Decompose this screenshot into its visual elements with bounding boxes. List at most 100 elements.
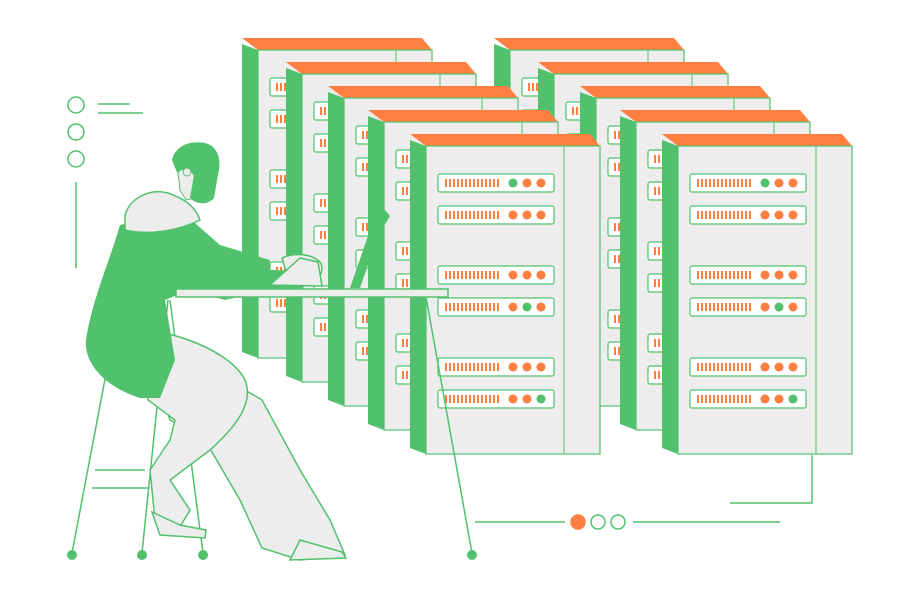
slot-vent	[749, 363, 751, 371]
slot-frame	[689, 357, 807, 377]
rack-slot	[689, 265, 807, 285]
slot-vent	[276, 83, 278, 91]
slot-vent	[701, 395, 703, 403]
slot-vent	[614, 315, 616, 323]
slot-vent	[497, 303, 499, 311]
rack-slot	[437, 357, 555, 377]
status-led	[508, 362, 518, 372]
status-led	[508, 270, 518, 280]
slot-vent	[280, 207, 282, 215]
slot-vent	[749, 271, 751, 279]
slot-vent	[614, 347, 616, 355]
slot-vent	[745, 363, 747, 371]
slot-vent	[658, 155, 660, 163]
slot-vent	[658, 371, 660, 379]
slot-vent	[749, 179, 751, 187]
slot-vent	[618, 315, 620, 323]
slot-vent	[658, 247, 660, 255]
pager-dot-2[interactable]	[590, 514, 606, 530]
slot-vent	[362, 131, 364, 139]
slot-vent	[457, 303, 459, 311]
slot-vent	[449, 395, 451, 403]
status-led	[774, 210, 784, 220]
slot-vent	[709, 303, 711, 311]
slot-vent	[721, 211, 723, 219]
slot-vent	[366, 163, 368, 171]
status-led	[788, 178, 798, 188]
slot-vent	[658, 187, 660, 195]
slot-vent	[276, 115, 278, 123]
person-hood	[124, 191, 201, 234]
status-led	[522, 210, 532, 220]
slot-vent	[362, 315, 364, 323]
slot-vent	[749, 303, 751, 311]
slot-vent	[741, 179, 743, 187]
status-led	[536, 302, 546, 312]
slot-vent	[749, 395, 751, 403]
pager-dot-3[interactable]	[610, 514, 626, 530]
rack-slot	[437, 205, 555, 225]
slot-vent	[729, 363, 731, 371]
slot-vent	[284, 115, 286, 123]
desk	[175, 210, 477, 560]
slot-vent	[697, 395, 699, 403]
slot-vent	[461, 179, 463, 187]
person	[85, 142, 348, 561]
slot-vent	[406, 279, 408, 287]
slot-vent	[445, 363, 447, 371]
status-led	[760, 302, 770, 312]
slot-vent	[572, 107, 574, 115]
slot-vent	[709, 271, 711, 279]
pager-corner-line	[730, 455, 813, 504]
rack-slot	[437, 297, 555, 317]
slot-vent	[473, 271, 475, 279]
slot-vent	[461, 363, 463, 371]
slot-vent	[402, 155, 404, 163]
slot-vent	[481, 395, 483, 403]
slot-vent	[449, 363, 451, 371]
rack-side-panel	[286, 68, 302, 382]
slot-vent	[497, 271, 499, 279]
slot-vent	[284, 83, 286, 91]
slot-vent	[741, 271, 743, 279]
slot-vent	[453, 211, 455, 219]
slot-vent	[654, 187, 656, 195]
slot-vent	[453, 303, 455, 311]
slot-vent	[654, 247, 656, 255]
slot-vent	[713, 271, 715, 279]
desk-foot	[467, 550, 477, 560]
rack-top	[620, 110, 810, 122]
status-led	[760, 394, 770, 404]
slot-vent	[733, 211, 735, 219]
person-shoe-front	[150, 510, 207, 539]
pager-dot-1[interactable]	[570, 514, 586, 530]
slot-vent	[737, 363, 739, 371]
slot-vent	[733, 271, 735, 279]
slot-vent	[362, 347, 364, 355]
slot-vent	[324, 231, 326, 239]
slot-vent	[320, 199, 322, 207]
slot-vent	[745, 271, 747, 279]
slot-vent	[725, 395, 727, 403]
slot-vent	[469, 179, 471, 187]
slot-vent	[473, 395, 475, 403]
slot-vent	[536, 83, 538, 91]
slot-vent	[729, 395, 731, 403]
slot-vent	[489, 179, 491, 187]
slot-vent	[485, 303, 487, 311]
slot-vent	[402, 187, 404, 195]
desk-top	[175, 288, 449, 298]
slot-vent	[745, 395, 747, 403]
slot-vent	[493, 395, 495, 403]
slot-vent	[457, 395, 459, 403]
slot-frame	[437, 173, 555, 193]
slot-vent	[697, 179, 699, 187]
server-rack-left-5	[410, 134, 601, 455]
slot-vent	[402, 339, 404, 347]
slot-vent	[614, 163, 616, 171]
slot-vent	[654, 371, 656, 379]
slot-vent	[473, 363, 475, 371]
status-led	[522, 302, 532, 312]
slot-vent	[576, 107, 578, 115]
